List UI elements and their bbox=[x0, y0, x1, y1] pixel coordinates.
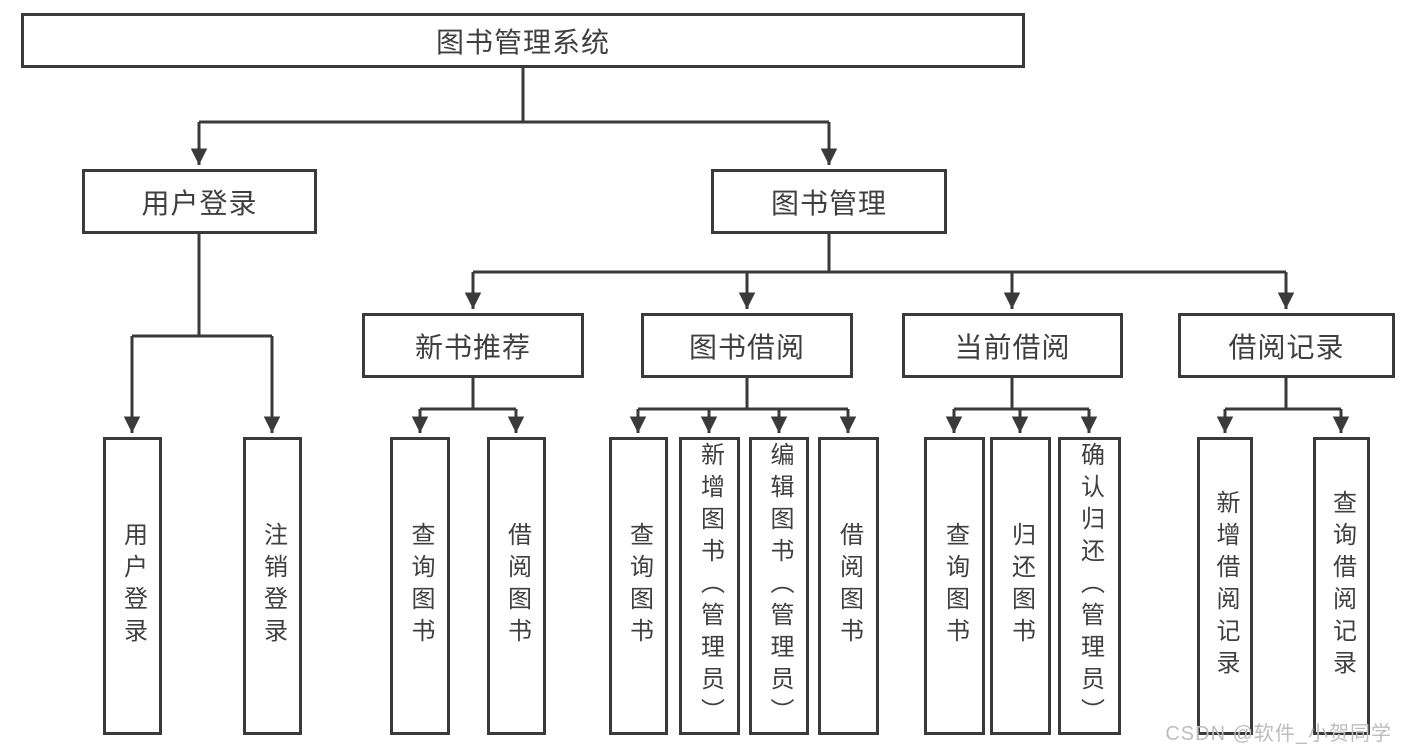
leaf-query-books-recommend: 查询图书 bbox=[390, 437, 450, 735]
leaf-confirm-return-admin: 确认归还（管理员） bbox=[1058, 437, 1121, 735]
leaf-add-borrow-record: 新增借阅记录 bbox=[1197, 437, 1253, 735]
node-user-login: 用户登录 bbox=[82, 169, 317, 234]
leaf-query-borrow-record: 查询借阅记录 bbox=[1313, 437, 1370, 735]
node-book-borrow: 图书借阅 bbox=[641, 313, 853, 378]
leaf-borrow-books-recommend: 借阅图书 bbox=[487, 437, 546, 735]
leaf-user-login: 用户登录 bbox=[103, 437, 162, 735]
csdn-watermark: CSDN @软件_小贺同学 bbox=[1165, 723, 1392, 745]
leaf-return-books: 归还图书 bbox=[990, 437, 1051, 735]
leaf-borrow-books: 借阅图书 bbox=[818, 437, 879, 735]
node-book-management: 图书管理 bbox=[711, 169, 947, 234]
leaf-query-books-borrow: 查询图书 bbox=[609, 437, 668, 735]
leaf-add-books-admin: 新增图书（管理员） bbox=[679, 437, 740, 735]
leaf-edit-books-admin: 编辑图书（管理员） bbox=[749, 437, 809, 735]
leaf-logout: 注销登录 bbox=[243, 437, 302, 735]
node-new-book-recommend: 新书推荐 bbox=[362, 313, 584, 378]
node-current-borrow: 当前借阅 bbox=[902, 313, 1123, 378]
node-library-system: 图书管理系统 bbox=[21, 13, 1025, 68]
node-borrow-records: 借阅记录 bbox=[1178, 313, 1395, 378]
leaf-query-books-current: 查询图书 bbox=[924, 437, 985, 735]
